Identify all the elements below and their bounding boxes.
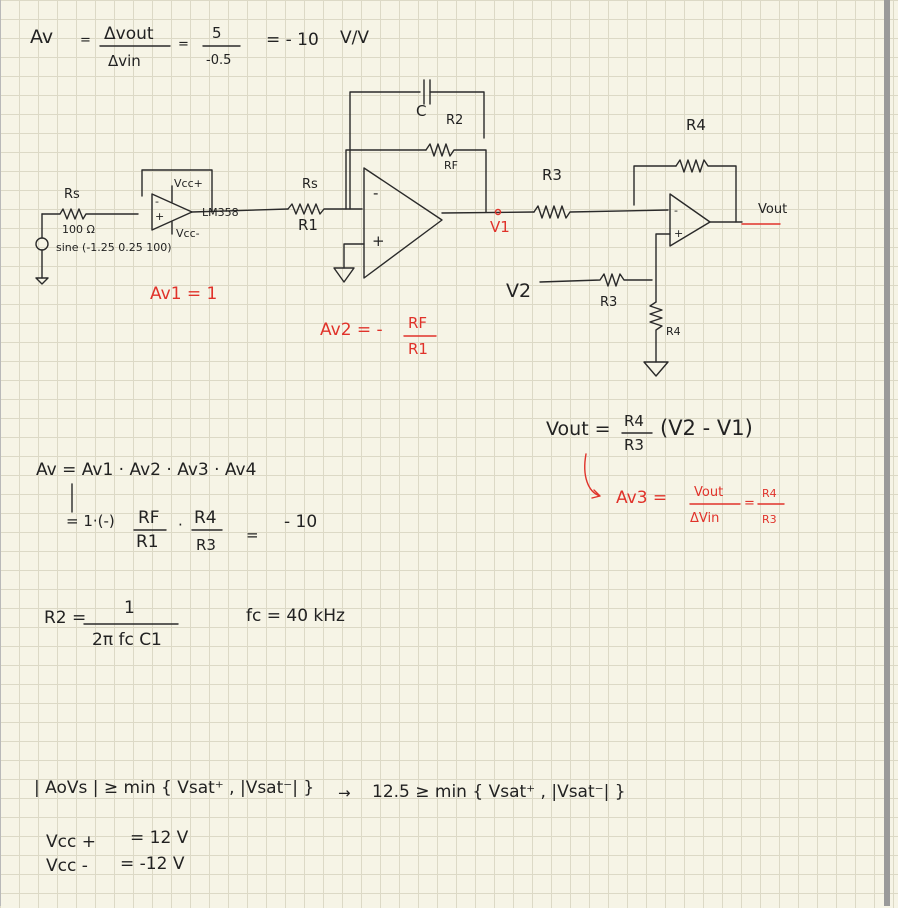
gain-product-line: Av = Av1 · Av2 · Av3 · Av4 (36, 460, 257, 480)
top-denominator: Δvin (108, 52, 141, 70)
r4-bottom-resistor (649, 301, 663, 363)
buffer-out-wire (191, 208, 289, 213)
r1-resistor (287, 203, 363, 215)
av3-eq: = (744, 496, 755, 511)
frac1-denominator: R1 (136, 532, 159, 552)
cap-label: C (416, 102, 427, 120)
top-numerator: Δvout (104, 24, 154, 44)
source-label: sine (-1.25 0.25 100) (56, 241, 172, 254)
saturation-left: | AoVs | ≥ min { Vsat⁺ , |Vsat⁻| } (34, 778, 315, 798)
saturation-right: 12.5 ≥ min { Vsat⁺ , |Vsat⁻| } (372, 782, 626, 802)
vcc-minus-value: = -12 V (120, 854, 185, 874)
r2-label: R2 (446, 113, 464, 128)
vout-formula-paren: (V2 - V1) (660, 416, 753, 440)
v1-label: V1 (490, 218, 510, 236)
buffer-plus-sign: + (155, 210, 165, 223)
rs-mid-label: Rs (302, 177, 318, 192)
frac-dot: · (178, 516, 183, 534)
r2-formula-lhs: R2 = (44, 608, 87, 628)
av3-denominator: ΔVin (690, 511, 720, 526)
rf-feedback (345, 149, 427, 210)
v2-label: V2 (506, 280, 532, 302)
r4-resistor (675, 159, 737, 223)
av3-numerator-2: R4 (762, 487, 777, 500)
vcc-plus-label: Vcc + (46, 832, 96, 852)
rs-left-value: 100 Ω (62, 223, 95, 236)
inverting-opamp (363, 167, 443, 279)
av2-denominator: R1 (408, 340, 428, 358)
buffer-minus-sign: - (155, 195, 159, 208)
top-eq2: = (178, 37, 189, 52)
top-av: Av (30, 26, 54, 48)
diff-minus-sign: - (674, 204, 678, 217)
gain-product-prefix: = 1·(-) (66, 512, 115, 530)
diff-plus-wire (655, 233, 671, 303)
vcc-plus-value: = 12 V (130, 828, 189, 848)
rf-resistor (425, 143, 487, 213)
vcc-minus-label: Vcc - (46, 856, 88, 876)
av2-numerator: RF (408, 314, 428, 332)
av3-arrow (584, 453, 601, 499)
top-eq1: = (80, 33, 91, 48)
buffer-vcc-minus-label: Vcc- (176, 227, 200, 240)
rs-left-resistor (41, 208, 139, 220)
buffer-feedback (141, 169, 213, 213)
av1-note: Av1 = 1 (150, 284, 218, 304)
buffer-opamp (151, 193, 193, 231)
source-symbol (35, 237, 49, 251)
gain-product-eq: = (246, 526, 259, 544)
rf-label: RF (444, 159, 458, 172)
bottom-ground (643, 361, 669, 377)
frac1-numerator: RF (138, 508, 160, 528)
av3-numerator: Vout (694, 485, 724, 500)
gain-product-result: - 10 (284, 512, 318, 532)
r4-bottom-label: R4 (666, 325, 681, 338)
r4-feedback (633, 165, 677, 206)
c-feedback-right (429, 91, 485, 139)
vout-formula-numerator: R4 (624, 412, 644, 430)
r4-top-label: R4 (686, 116, 706, 134)
vout-formula-denominator: R3 (624, 436, 644, 454)
r3-top-label: R3 (542, 166, 562, 184)
r3-bottom-label: R3 (600, 295, 618, 310)
noninv-ground-wire (343, 243, 365, 269)
top-result: = - 10 (266, 30, 319, 50)
av2-lhs: Av2 = - (320, 320, 383, 340)
c-feedback (349, 91, 421, 210)
top-numerator-2: 5 (212, 24, 222, 42)
top-unit: V/V (340, 28, 369, 48)
source-ground (35, 277, 49, 285)
av3-denominator-2: R3 (762, 513, 777, 526)
top-denominator-2: -0.5 (206, 53, 232, 68)
v1-wire (441, 211, 535, 214)
vout-formula-lhs: Vout = (546, 418, 611, 440)
r1-label: R1 (298, 216, 318, 234)
v1-node (494, 208, 502, 216)
opamp-minus-sign: - (373, 184, 379, 202)
r3-top-resistor (533, 205, 669, 219)
rs-left-label: Rs (64, 187, 80, 202)
opamp-ground (333, 267, 355, 283)
opamp-part-label: LM358 (202, 206, 239, 219)
r2-formula-numerator: 1 (124, 598, 135, 618)
av3-lhs: Av3 = (616, 488, 668, 508)
diff-plus-sign: + (674, 227, 684, 240)
buffer-vcc-plus-label: Vcc+ (174, 177, 203, 190)
diff-opamp (669, 193, 711, 247)
frac2-numerator: R4 (194, 508, 217, 528)
saturation-arrow: → (338, 784, 351, 802)
frac2-denominator: R3 (196, 536, 216, 554)
vout-label: Vout (758, 202, 788, 217)
fc-value: fc = 40 kHz (246, 606, 345, 626)
opamp-plus-sign: + (372, 232, 385, 250)
r3-bottom-resistor (539, 273, 653, 287)
r2-formula-denominator: 2π fc C1 (92, 630, 162, 650)
